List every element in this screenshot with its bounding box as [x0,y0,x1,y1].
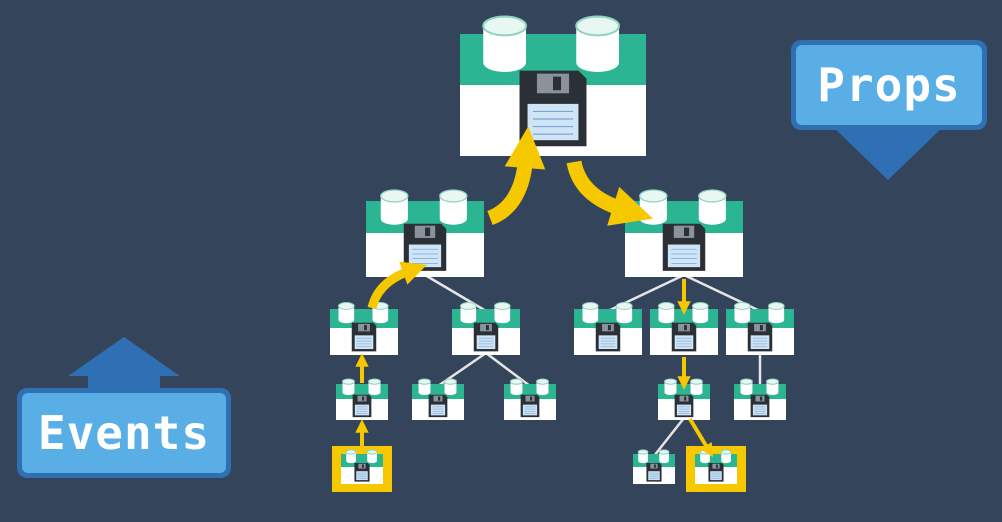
connector-line [424,273,487,313]
arrow-down-icon [677,376,691,390]
database-cylinder-icon [658,449,670,464]
component-node [726,302,794,355]
database-cylinder-icon [509,378,523,396]
database-cylinder-icon [345,449,357,464]
database-cylinder-icon [698,189,727,225]
database-cylinder-icon [417,378,431,396]
database-cylinder-icon [739,378,753,396]
component-node [460,15,646,156]
floppy-disk-icon [519,70,587,147]
floppy-disk-icon [750,394,770,418]
component-node [366,189,484,277]
component-node [686,446,746,492]
component-node [504,378,556,420]
database-cylinder-icon [768,302,785,324]
component-node [658,378,710,420]
database-cylinder-icon [720,449,732,464]
floppy-disk-icon [403,223,447,271]
component-node [336,378,388,420]
floppy-disk-icon [351,322,377,352]
database-cylinder-icon [690,378,703,396]
database-cylinder-icon [439,189,468,225]
component-node [633,449,675,484]
direction-arrows [68,126,944,392]
database-cylinder-icon [494,302,511,324]
database-cylinder-icon [460,302,477,324]
connector-lines [424,273,762,457]
arrow-down-icon-shaft [688,417,711,452]
floppy-disk-icon [520,394,540,418]
events-label: Events [17,388,231,478]
props-label-text: Props [796,45,982,125]
component-node [412,378,464,420]
component-node [574,302,642,355]
connector-line [485,352,531,387]
events-arrow-up-icon [68,337,180,392]
database-cylinder-icon [368,378,381,396]
database-cylinder-icon [444,378,457,396]
floppy-disk-icon [354,463,370,482]
arrow-down-icon [607,186,653,226]
arrow-down-icon [677,301,691,315]
floppy-disk-icon [662,223,706,271]
database-cylinder-icon [482,15,528,72]
events-label-text: Events [22,393,226,473]
arrow-up-icon [504,126,546,170]
component-nodes [330,15,794,492]
floppy-disk-icon [595,322,621,352]
component-node [625,189,743,277]
database-cylinder-icon [658,302,675,324]
database-cylinder-icon [536,378,549,396]
component-node [650,302,718,355]
floppy-disk-icon [473,322,499,352]
database-cylinder-icon [637,449,649,464]
database-cylinder-icon [582,302,599,324]
floppy-disk-icon [671,322,697,352]
props-arrow-down-icon [832,126,944,180]
arrow-down-icon [700,442,713,458]
database-cylinder-icon [734,302,751,324]
component-node [330,302,398,355]
floppy-disk-icon [646,463,662,482]
database-cylinder-icon [692,302,709,324]
component-node [452,302,520,355]
database-cylinder-icon [575,15,621,72]
floppy-disk-icon [428,394,448,418]
arrow-up-icon [355,353,369,367]
flow-arrows [355,126,713,458]
props-label: Props [791,40,987,130]
database-cylinder-icon [380,189,409,225]
component-node [734,378,786,420]
database-cylinder-icon [766,378,779,396]
floppy-disk-icon [674,394,694,418]
connector-line [653,417,685,457]
arrow-up-icon [355,419,369,433]
floppy-disk-icon [747,322,773,352]
database-cylinder-icon [663,378,677,396]
database-cylinder-icon [341,378,355,396]
component-node [332,446,392,492]
arrow-up-icon [399,261,427,285]
database-cylinder-icon [338,302,355,324]
floppy-disk-icon [352,394,372,418]
floppy-disk-icon [708,463,724,482]
database-cylinder-icon [616,302,633,324]
database-cylinder-icon [366,449,378,464]
